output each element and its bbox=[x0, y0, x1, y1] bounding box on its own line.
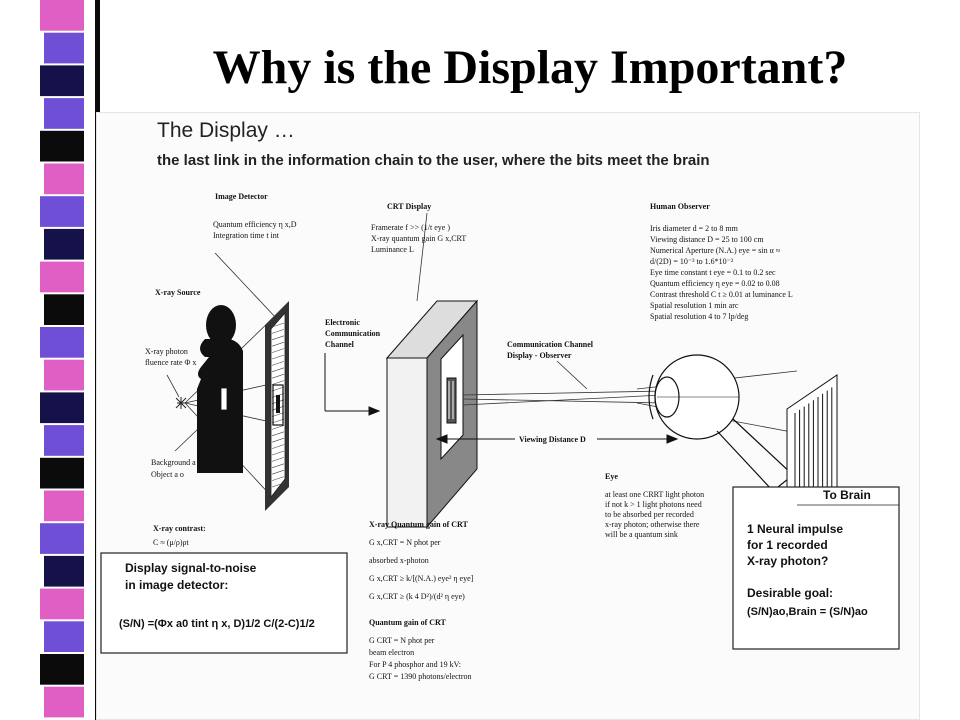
human-observer-spec: Iris diameter d = 2 to 8 mm bbox=[650, 224, 739, 233]
eye-description-line: at least one CRRT light photon bbox=[605, 490, 704, 499]
electronic-channel-label1: Electronic bbox=[325, 318, 360, 327]
stripe-block bbox=[40, 196, 84, 227]
crt-display-title: CRT Display bbox=[387, 202, 431, 211]
viewing-distance-label: Viewing Distance D bbox=[519, 435, 586, 444]
snr-formula: (S/N) =(Φx a0 tint η x, D)1/2 C/(2-C)1/2 bbox=[119, 618, 315, 630]
light-path-lines bbox=[462, 370, 798, 434]
crt-luminance: Luminance L bbox=[371, 245, 414, 254]
stripe-block bbox=[44, 163, 84, 195]
xray-source-icon bbox=[175, 397, 187, 409]
xray-source-title: X-ray Source bbox=[155, 288, 201, 297]
stripe-block bbox=[44, 294, 84, 325]
patient-silhouette bbox=[197, 305, 243, 473]
stripe-block bbox=[40, 261, 84, 293]
stripe-block bbox=[44, 621, 84, 652]
crt-gain-line: G x,CRT ≥ k/[(N.A.) eye² η eye] bbox=[369, 574, 474, 583]
electronic-channel-label3: Channel bbox=[325, 340, 355, 349]
eye-title: Eye bbox=[605, 472, 618, 481]
eye-description-line: to be absorbed per recorded bbox=[605, 510, 694, 519]
eye-description-line: will be a quantum sink bbox=[605, 530, 678, 539]
electronic-channel-label2: Communication bbox=[325, 329, 381, 338]
viewing-distance-arrow bbox=[435, 434, 679, 444]
xray-imaging-chain-diagram: The Display … the last link in the infor… bbox=[100, 119, 900, 681]
crt-display-box bbox=[385, 212, 479, 529]
stripe-block bbox=[40, 65, 84, 97]
xray-fluence-label: fluence rate Φ x bbox=[145, 358, 196, 367]
slide-title: Why is the Display Important? bbox=[212, 41, 848, 94]
comm-channel-label2: Display - Observer bbox=[507, 351, 572, 360]
human-observer-spec: Spatial resolution 1 min arc bbox=[650, 301, 739, 310]
snr-line1: Display signal-to-noise bbox=[125, 561, 257, 575]
crt-gain-line: G x,CRT = N phot per bbox=[369, 538, 441, 547]
stripe-block bbox=[44, 686, 84, 718]
human-observer-spec: Spatial resolution 4 to 7 lp/deg bbox=[650, 312, 748, 321]
figure-subheading: the last link in the information chain t… bbox=[157, 152, 710, 169]
figure-heading: The Display … bbox=[157, 119, 295, 142]
stripe-block bbox=[40, 523, 84, 554]
human-observer-spec: Eye time constant t eye = 0.1 to 0.2 sec bbox=[650, 268, 776, 277]
stripe-block bbox=[40, 130, 84, 162]
stripe-block bbox=[44, 490, 84, 522]
comm-channel-label1: Communication Channel bbox=[507, 340, 594, 349]
quantum-gain-title: Quantum gain of CRT bbox=[369, 618, 447, 627]
brain-goal: Desirable goal: bbox=[747, 586, 833, 600]
snr-box bbox=[100, 552, 348, 654]
crt-xray-gain: X-ray quantum gain G x,CRT bbox=[371, 234, 466, 243]
eye-diagram bbox=[648, 354, 794, 492]
image-detector-plate bbox=[214, 252, 289, 511]
stripe-block bbox=[40, 588, 84, 620]
quantum-gain-line: G CRT = 1390 photons/electron bbox=[369, 672, 472, 681]
brain-line2: for 1 recorded bbox=[747, 538, 828, 552]
electronic-channel-arrow bbox=[324, 353, 381, 416]
snr-line2: in image detector: bbox=[125, 578, 228, 592]
human-observer-spec: Viewing distance D = 25 to 100 cm bbox=[650, 235, 764, 244]
background-label: Background a B bbox=[151, 458, 203, 467]
human-observer-spec: d/(2D) = 10⁻³ to 1.6*10⁻² bbox=[650, 257, 734, 266]
human-observer-spec: Contrast threshold C t ≥ 0.01 at luminan… bbox=[650, 290, 793, 299]
brain-line3: X-ray photon? bbox=[747, 554, 828, 568]
xray-contrast-formula: C ≈ (μ/ρ)ρt bbox=[153, 538, 190, 547]
xray-contrast-title: X-ray contrast: bbox=[153, 524, 206, 533]
crt-framerate: Framerate f >> (1/t eye ) bbox=[371, 223, 450, 232]
scanned-diagram: The Display … the last link in the infor… bbox=[96, 112, 920, 720]
stripe-block bbox=[40, 0, 84, 31]
quantum-gain-line: beam electron bbox=[369, 648, 414, 657]
stripe-block bbox=[44, 228, 84, 260]
brain-box-title: To Brain bbox=[823, 488, 871, 502]
stripe-block bbox=[44, 32, 84, 64]
stripe-block bbox=[40, 327, 84, 358]
brain-box bbox=[732, 486, 900, 650]
stripe-block bbox=[40, 392, 84, 424]
stripe-block bbox=[44, 98, 84, 129]
stripe-block bbox=[44, 425, 84, 456]
human-observer-spec: Numerical Aperture (N.A.) eye = sin α ≈ bbox=[650, 246, 781, 255]
stripe-block bbox=[44, 359, 84, 391]
object-label: Object a o bbox=[151, 470, 184, 479]
human-observer-spec: Quantum efficiency η eye = 0.02 to 0.08 bbox=[650, 279, 780, 288]
quantum-gain-line: G CRT = N phot per bbox=[369, 636, 435, 645]
quantum-gain-line: For P 4 phosphor and 19 kV: bbox=[369, 660, 461, 669]
stripe-block bbox=[40, 457, 84, 489]
crt-gain-title: X-ray Quantum gain of CRT bbox=[369, 520, 469, 529]
brain-line1: 1 Neural impulse bbox=[747, 522, 843, 536]
image-detector-efficiency: Quantum efficiency η x,D bbox=[213, 220, 297, 229]
crt-gain-line: G x,CRT ≥ (k 4 D²)/(d² η eye) bbox=[369, 592, 465, 601]
image-detector-integration: Integration time t int bbox=[213, 231, 280, 240]
eye-description-line: if not k > 1 light photons need bbox=[605, 500, 702, 509]
brain-formula: (S/N)ao,Brain = (S/N)ao bbox=[747, 606, 868, 618]
stripe-block bbox=[40, 654, 84, 685]
crt-gain-line: absorbed x-photon bbox=[369, 556, 429, 565]
eye-description-line: x-ray photon; otherwise there bbox=[605, 520, 700, 529]
stripe-block bbox=[44, 555, 84, 587]
xray-photon-label: X-ray photon bbox=[145, 347, 188, 356]
decorative-left-stripe bbox=[0, 0, 100, 720]
image-detector-title: Image Detector bbox=[215, 192, 268, 201]
human-observer-title: Human Observer bbox=[650, 202, 710, 211]
